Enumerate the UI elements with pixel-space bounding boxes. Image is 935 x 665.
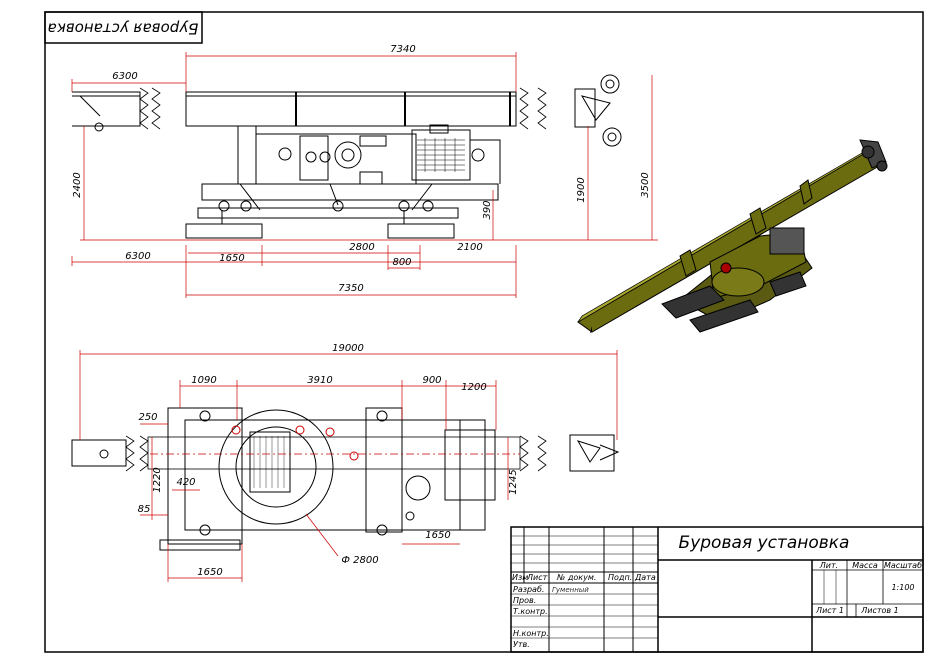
side-view [72,74,622,239]
sheet-frame [44,11,924,653]
dim-1200: 1200 [461,382,486,393]
dim-1090: 1090 [191,375,216,386]
mirrored-stamp-text: Буровая установка [48,20,199,38]
tb-lit: Лит. [819,561,838,570]
isometric-model [577,139,888,333]
title-block [510,526,924,653]
dim-420: 420 [176,477,195,488]
tb-scale: 1:100 [891,583,914,592]
dim-1650-right: 1650 [425,530,450,541]
dim-19000: 19000 [332,343,364,354]
tb-mass: Масса [852,561,878,570]
dim-3910: 3910 [307,375,332,386]
dim-2100: 2100 [457,242,482,253]
dim-250: 250 [138,412,157,423]
tb-sign: Подп. [608,573,632,582]
dim-2400: 2400 [72,172,83,197]
tb-list: Лист [526,573,548,582]
dim-800: 800 [392,257,411,268]
dim-2800: 2800 [349,242,374,253]
tb-nkontr: Н.контр. [513,629,549,638]
tb-date: Дата [634,573,656,582]
tb-tkontr: Т.контр. [513,607,548,616]
dim-7350: 7350 [338,283,363,294]
dim-390: 390 [482,200,493,219]
dim-6300-top: 6300 [112,71,137,82]
side-view-dimensions [71,52,658,298]
tb-razrab: Разраб. [513,585,544,594]
plan-view [71,407,620,551]
dim-900: 900 [422,375,441,386]
dim-1245: 1245 [508,469,519,494]
tb-prov: Пров. [513,596,536,605]
tb-doc: № докум. [556,573,596,582]
drawing-title: Буровая установка [679,533,850,553]
dim-1650: 1650 [219,253,244,264]
dim-1650-left: 1650 [197,567,222,578]
dim-7340: 7340 [390,44,415,55]
dim-diameter: Ф 2800 [341,555,378,566]
plan-view-dimensions [79,350,618,582]
tb-developer: Гуменный [552,586,589,594]
dim-3500: 3500 [640,172,651,197]
tb-sheet: Лист 1 [815,606,844,615]
dim-1220: 1220 [152,467,163,492]
dim-1900: 1900 [576,177,587,202]
tb-izm: Изм [512,573,528,582]
tb-sheets: Листов 1 [860,606,899,615]
tb-scale-label: Масштаб [884,561,922,570]
dim-6300-bottom: 6300 [125,251,150,262]
tb-utv: Утв. [513,640,530,649]
dim-85: 85 [138,504,151,515]
mirrored-stamp-box [44,11,203,44]
